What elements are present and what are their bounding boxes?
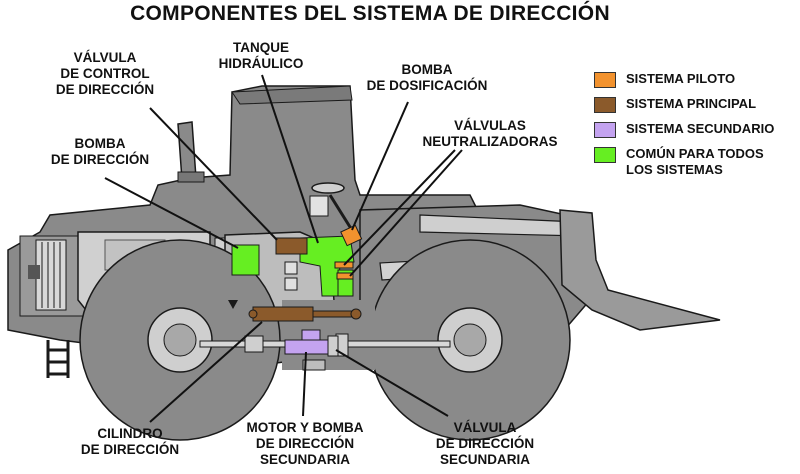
label-valvula-control: VÁLVULA DE CONTROL DE DIRECCIÓN [40, 50, 170, 98]
leader-lines [104, 74, 463, 423]
label-line: VÁLVULA [453, 420, 517, 435]
legend: SISTEMA PILOTO SISTEMA PRINCIPAL SISTEMA… [594, 70, 800, 184]
label-bomba-dosificacion: BOMBA DE DOSIFICACIÓN [352, 62, 502, 94]
label-motor-bomba-secundaria: MOTOR Y BOMBA DE DIRECCIÓN SECUNDARIA [235, 420, 375, 468]
legend-item-piloto: SISTEMA PILOTO [594, 70, 800, 92]
label-valvula-secundaria: VÁLVULA DE DIRECCIÓN SECUNDARIA [420, 420, 550, 468]
label-line: DE DIRECCIÓN [50, 152, 150, 167]
label-line: MOTOR Y BOMBA [246, 420, 364, 435]
label-line: NEUTRALIZADORAS [422, 134, 558, 149]
hydraulic-components [228, 224, 363, 357]
label-line: HIDRÁULICO [218, 56, 304, 71]
label-line: DE DIRECCIÓN [55, 82, 155, 97]
label-line: SECUNDARIA [259, 452, 350, 467]
label-cilindro-direccion: CILINDRO DE DIRECCIÓN [65, 426, 195, 458]
label-line: CILINDRO [97, 426, 163, 441]
legend-item-secundario: SISTEMA SECUNDARIO [594, 120, 800, 142]
label-line: BOMBA [401, 62, 453, 77]
label-bomba-direccion: BOMBA DE DIRECCIÓN [45, 136, 155, 168]
label-line: BOMBA [74, 136, 126, 151]
legend-item-principal: SISTEMA PRINCIPAL [594, 95, 800, 117]
legend-label-line: COMÚN PARA TODOS [626, 146, 764, 161]
legend-label: COMÚN PARA TODOS LOS SISTEMAS [626, 146, 764, 178]
legend-label: SISTEMA SECUNDARIO [626, 121, 775, 136]
label-valvulas-neutralizadoras: VÁLVULAS NEUTRALIZADORAS [410, 118, 570, 150]
legend-swatch [594, 72, 616, 88]
label-line: SECUNDARIA [439, 452, 530, 467]
label-line: DE DIRECCIÓN [80, 442, 180, 457]
label-line: DE DOSIFICACIÓN [366, 78, 488, 93]
legend-swatch [594, 97, 616, 113]
label-line: TANQUE [233, 40, 289, 55]
label-line: DE DIRECCIÓN [435, 436, 535, 451]
label-tanque-hidraulico: TANQUE HIDRÁULICO [206, 40, 316, 72]
rear-wheel [79, 239, 281, 441]
label-line: DE CONTROL [60, 66, 150, 81]
label-line: VÁLVULAS [454, 118, 526, 133]
legend-label: SISTEMA PRINCIPAL [626, 96, 757, 111]
front-wheel [369, 239, 571, 441]
diagram-title: COMPONENTES DEL SISTEMA DE DIRECCIÓN [130, 2, 610, 25]
legend-swatch [594, 122, 616, 138]
legend-item-comun: COMÚN PARA TODOS LOS SISTEMAS [594, 145, 800, 181]
label-line: DE DIRECCIÓN [255, 436, 355, 451]
legend-label-line: LOS SISTEMAS [626, 162, 723, 177]
legend-label: SISTEMA PILOTO [626, 71, 736, 86]
legend-swatch [594, 147, 616, 163]
label-line: VÁLVULA [73, 50, 137, 65]
